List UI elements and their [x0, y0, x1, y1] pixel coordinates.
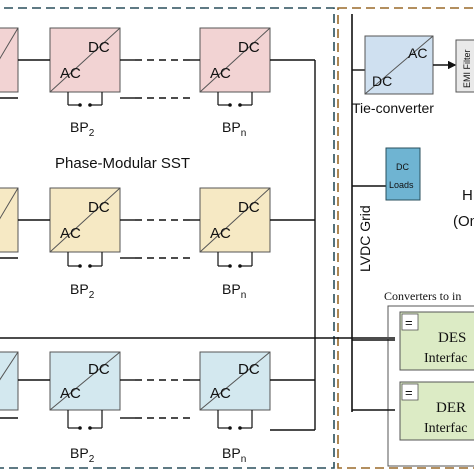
svg-text:AC: AC	[210, 385, 231, 402]
svg-text:DC: DC	[396, 162, 409, 172]
des-interface: = DES Interfac	[352, 311, 474, 371]
sst-row-1: DC AC DC AC BP2 BPn	[0, 27, 316, 139]
svg-text:BPn: BPn	[222, 281, 246, 301]
svg-text:Loads: Loads	[389, 180, 414, 190]
svg-text:AC: AC	[60, 225, 81, 242]
converter-row1-2: DC AC	[49, 27, 121, 93]
sst-title: Phase-Modular SST	[55, 155, 190, 172]
tie-converter-label: Tie-converter	[352, 100, 434, 116]
svg-text:AC: AC	[408, 45, 427, 61]
svg-text:DC: DC	[238, 199, 260, 216]
svg-text:DER: DER	[436, 400, 466, 416]
svg-text:AC: AC	[210, 225, 231, 242]
svg-text:DES: DES	[438, 330, 466, 346]
bpn-label: BPn	[222, 119, 246, 139]
converter-row1-partial	[0, 27, 19, 93]
svg-text:DC: DC	[88, 199, 110, 216]
sst-row-3: DC AC DC AC BP2 BPn	[0, 351, 315, 465]
der-interface: = DER Interfac	[352, 381, 474, 441]
svg-text:BP2: BP2	[70, 445, 95, 465]
home-dashed-region	[337, 7, 474, 469]
des-icon: =	[405, 315, 413, 330]
svg-text:AC: AC	[60, 385, 81, 402]
der-icon: =	[405, 385, 413, 400]
svg-text:DC: DC	[88, 361, 110, 378]
converters-to-label: Converters to in	[384, 289, 461, 303]
sst-dashed-region	[0, 7, 335, 469]
converter-row1-n: DC AC	[199, 27, 271, 93]
lvdc-grid-label: LVDC Grid	[357, 205, 373, 272]
bp2-label: BP2	[70, 119, 95, 139]
svg-text:BPn: BPn	[222, 445, 246, 465]
dc-loads: DC Loads	[352, 147, 421, 201]
sst-row-2: DC AC DC AC BP2 BPn	[0, 187, 315, 301]
home-sublabel-partial: (Om	[453, 213, 474, 230]
svg-text:DC: DC	[238, 361, 260, 378]
svg-text:Interfac: Interfac	[424, 421, 468, 436]
svg-text:DC: DC	[238, 39, 260, 56]
svg-text:AC: AC	[210, 65, 231, 82]
home-label-partial: H	[462, 187, 473, 204]
emi-filter-label: EMI Filter	[462, 49, 472, 88]
svg-text:DC: DC	[372, 73, 392, 89]
tie-converter: AC DC EMI Filter Tie-converter	[352, 35, 474, 116]
svg-text:BP2: BP2	[70, 281, 95, 301]
svg-text:Interfac: Interfac	[424, 351, 468, 366]
dc-label: DC	[88, 39, 110, 56]
ac-label: AC	[60, 65, 81, 82]
